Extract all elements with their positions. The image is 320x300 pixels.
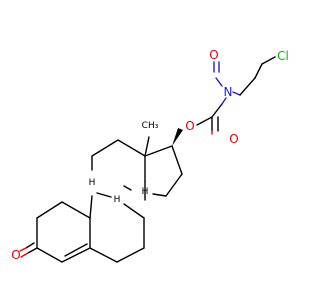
- ester-oxygen-label: O: [185, 119, 194, 133]
- molecule-structure: O O O N O Cl H H H CH₃: [11, 48, 289, 263]
- bond-c15-c14: [152, 193, 167, 197]
- bond-c8-h8: [123, 203, 145, 219]
- bond-c3-o-double: [25, 242, 35, 249]
- wedge-c17-o: [172, 128, 183, 146]
- h14-label: H: [142, 187, 149, 197]
- bond-c6-c7: [116, 247, 145, 263]
- ring-a: [36, 201, 91, 263]
- bond-c13-c17: [144, 145, 173, 157]
- bond-n-n-blue: [215, 77, 223, 87]
- bond-c10-c9: [89, 195, 93, 219]
- h9-label: H: [89, 178, 96, 188]
- bond-c16-c15: [165, 173, 183, 197]
- bond-c12-c13: [117, 139, 146, 157]
- bond-c9-c10-a: [96, 192, 112, 198]
- nitroso-oxygen-label: O: [209, 48, 218, 62]
- bond-c3-o-double-red: [19, 247, 27, 252]
- methyl-label: CH₃: [142, 121, 159, 131]
- bond-c11-c12: [91, 139, 119, 157]
- ketone-oxygen-label: O: [11, 248, 20, 262]
- bond-c3-o-red: [20, 252, 29, 258]
- bond-c5-c6: [89, 247, 118, 263]
- bond-c-n-blue: [221, 97, 227, 105]
- bond-c17-c16: [171, 145, 183, 175]
- carbonyl-oxygen-label: O: [229, 132, 238, 146]
- bond-c-n: [211, 103, 223, 118]
- carbamate-group: [196, 97, 227, 135]
- ketone-group: [19, 242, 38, 258]
- chloroethyl-chain: [232, 56, 276, 96]
- bond-c4-c5: [61, 247, 91, 263]
- ring-d: [144, 145, 183, 197]
- bond-c3-c4: [36, 247, 63, 263]
- bond-n-ch2-blue: [232, 91, 241, 96]
- nitrogen-label: N: [224, 85, 233, 99]
- chlorine-label: Cl: [277, 49, 289, 63]
- nitroso-group: [213, 61, 223, 87]
- bond-c14-c8: [123, 185, 132, 191]
- ring-c: [91, 139, 146, 201]
- bond-ch2-ch2b: [254, 63, 263, 79]
- bond-c13-methyl: [144, 136, 150, 157]
- bond-c3-o: [27, 247, 38, 254]
- bond-ch2-cl: [261, 56, 276, 65]
- molecule-canvas: O O O N O Cl H H H CH₃: [11, 48, 289, 263]
- ring-b: [89, 192, 145, 263]
- bond-o-c-carbamate: [196, 116, 213, 126]
- h8-label: H: [114, 195, 121, 205]
- bond-c4-c5-double: [64, 243, 88, 257]
- bond-ch2-ch2: [239, 77, 256, 96]
- bond-c10-c1: [61, 201, 91, 219]
- bond-c1-c2: [36, 201, 63, 219]
